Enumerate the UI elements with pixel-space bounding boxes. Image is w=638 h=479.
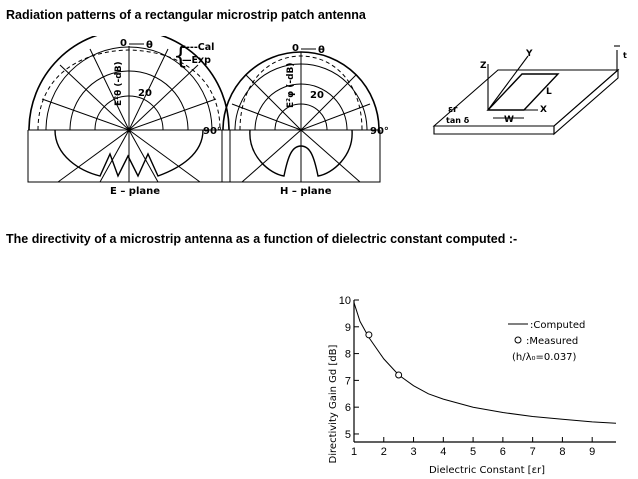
x-tick-label: 8: [559, 446, 565, 458]
h-zero-label: 0: [292, 43, 299, 54]
h-axis-label: E²φ (-dB): [286, 62, 296, 108]
h-plane-label: H – plane: [280, 186, 332, 197]
legend-computed: :Computed: [530, 320, 585, 331]
e-zero-label: 0: [120, 38, 127, 49]
e-plane-label: E – plane: [110, 186, 160, 197]
h-right-90: 90°: [370, 126, 389, 137]
chart-axes: [353, 300, 616, 443]
y-axis-label: Y: [525, 49, 533, 59]
epsilon-label: εr: [448, 105, 458, 115]
directivity-heading: The directivity of a microstrip antenna …: [6, 232, 518, 246]
legend-cal: ----Cal: [182, 42, 214, 53]
y-tick-label: 8: [345, 349, 351, 361]
x-tick-label: 9: [589, 446, 595, 458]
x-tick-label: 6: [500, 446, 506, 458]
x-tick-label: 4: [440, 446, 446, 458]
tan-delta-label: tan δ: [446, 116, 470, 125]
e-left-90: 90°: [20, 126, 21, 137]
patch-antenna-illustration: Z Y X L W εr tan δ t: [432, 45, 627, 136]
e-tick-20: 20: [138, 88, 152, 99]
e-axis-label: E²θ (-dB): [114, 61, 124, 106]
directivity-chart: 1 2 3 4 5 6 7 8 9 5 6 7 8 9 10 Directivity Gain Gd [dB…: [328, 295, 617, 476]
legend-bracket: {: [173, 42, 188, 70]
measured-point: [365, 331, 373, 339]
z-axis-label: Z: [480, 61, 487, 71]
h-plane-plot: [221, 51, 381, 183]
radiation-patterns-figure: 0 θ 90° 90° 20 E²θ (-dB) E – plane 0 θ 9…: [20, 36, 389, 197]
w-dim-label: W: [504, 115, 514, 125]
thickness-label: t: [623, 51, 627, 60]
x-tick-label: 2: [381, 446, 387, 458]
legend-exp: —Exp: [182, 55, 211, 66]
computed-series-line: [353, 302, 617, 424]
chart-annotation: (h/λ₀=0.037): [512, 352, 577, 363]
e-right-90: 90°: [203, 126, 222, 137]
h-tick-20: 20: [310, 90, 324, 101]
legend-measured: :Measured: [526, 336, 578, 347]
x-tick-label: 3: [410, 446, 416, 458]
x-tick-label: 7: [530, 446, 536, 458]
y-tick-label: 5: [345, 429, 351, 441]
e-plane-plot: [27, 36, 231, 183]
legend-measured-marker: [514, 336, 522, 344]
e-theta-label: θ: [146, 40, 153, 51]
x-tick-label: 5: [470, 446, 476, 458]
y-axis-label: Directivity Gain Gd [dB]: [328, 344, 339, 463]
h-theta-label: θ: [318, 45, 325, 56]
x-axis-label: Dielectric Constant [εr]: [429, 465, 545, 476]
x-axis-label: X: [540, 105, 547, 115]
chart-ticks: 1 2 3 4 5 6 7 8 9 5 6 7 8 9 10: [339, 295, 595, 458]
y-tick-label: 9: [345, 322, 351, 334]
x-tick-label: 1: [351, 446, 357, 458]
y-tick-label: 6: [345, 402, 351, 414]
patterns-heading: Radiation patterns of a rectangular micr…: [6, 8, 366, 22]
measured-point: [395, 371, 403, 379]
chart-series: [353, 302, 617, 424]
l-dim-label: L: [546, 87, 552, 97]
y-tick-label: 7: [345, 375, 351, 387]
y-tick-label: 10: [339, 295, 351, 307]
